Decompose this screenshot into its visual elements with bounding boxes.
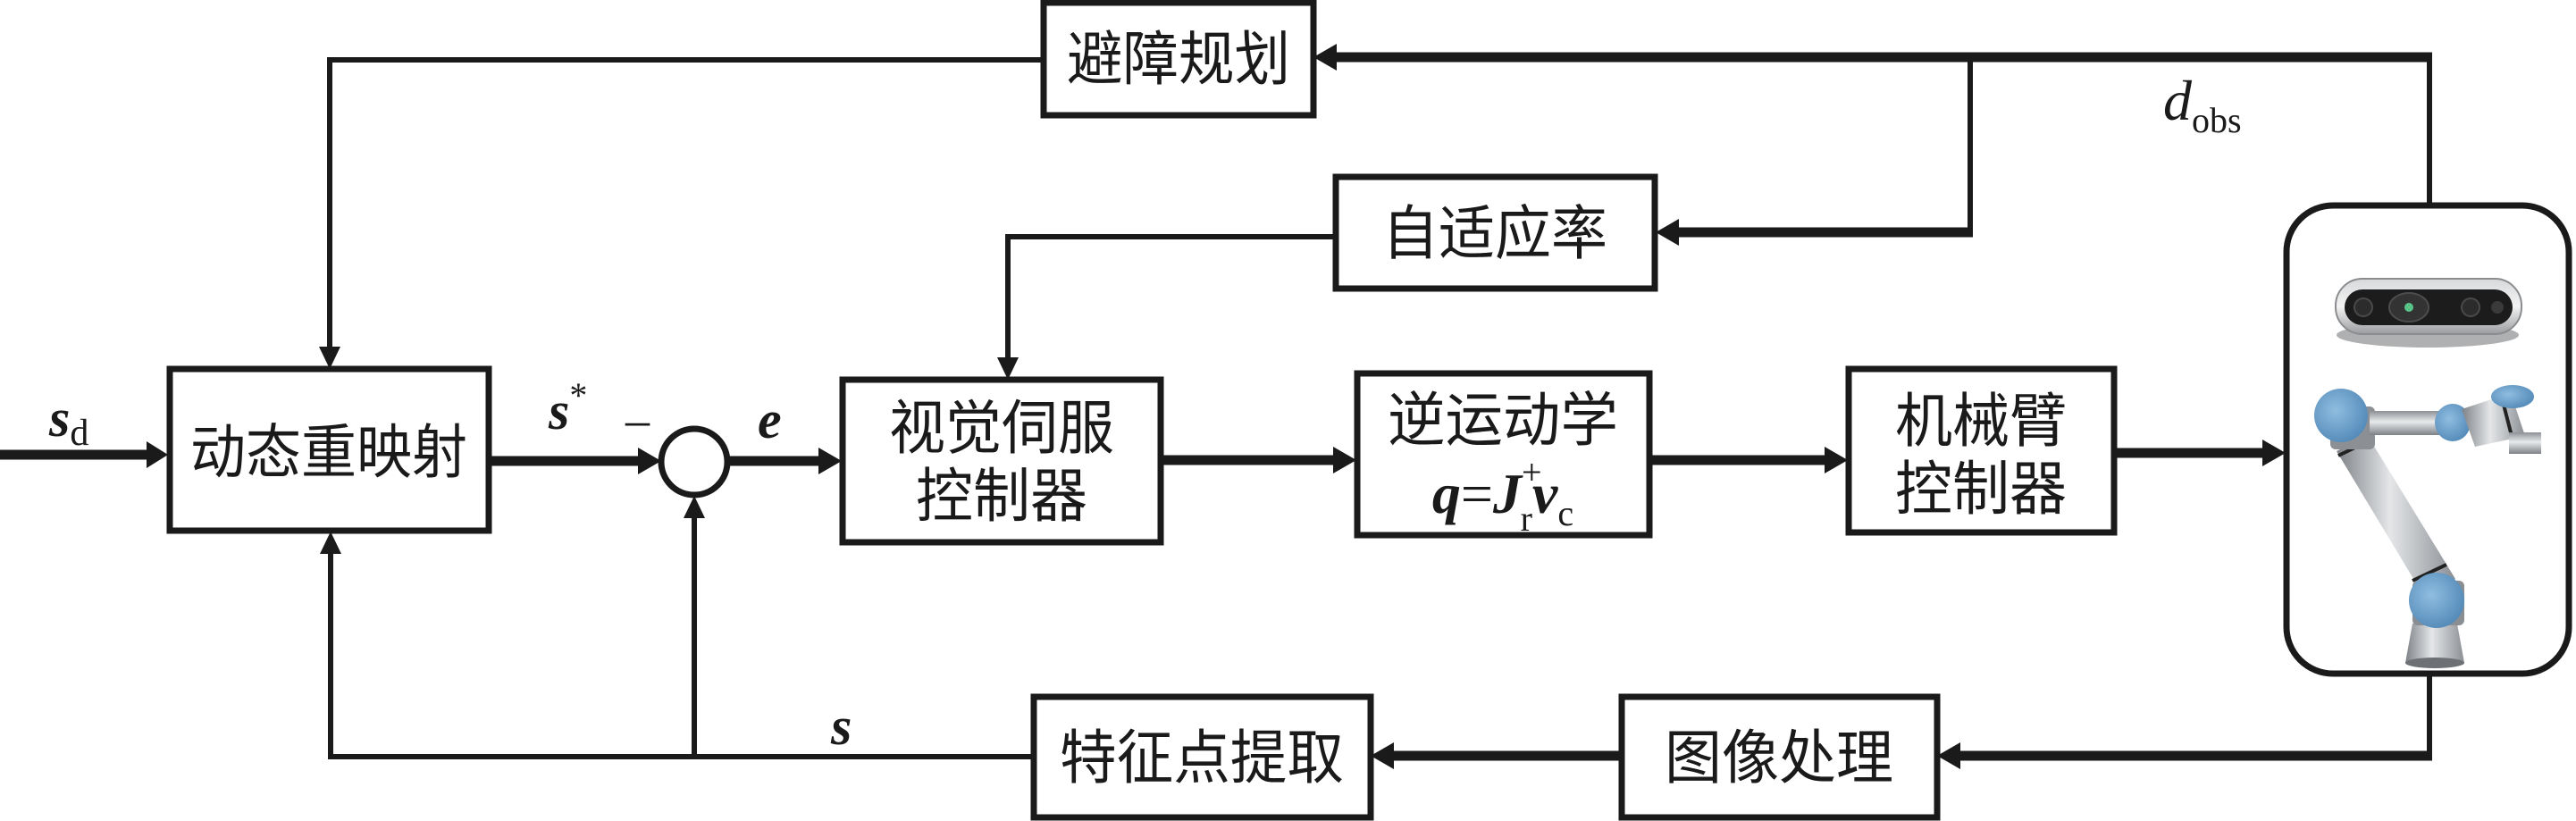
arrowhead-icon bbox=[1656, 219, 1679, 246]
arrowhead-icon bbox=[997, 357, 1019, 380]
block-adaptive-rate-label: 自适应率 bbox=[1382, 199, 1607, 268]
block-obstacle-avoidance: 避障规划 bbox=[1040, 0, 1317, 119]
signal-s-d-main: s bbox=[48, 389, 70, 448]
block-image-processing-label: 图像处理 bbox=[1665, 724, 1893, 792]
signal-label-e: e bbox=[758, 390, 782, 449]
block-robot-system bbox=[2283, 202, 2572, 677]
block-inverse-kinematics: 逆运动学 q=J+ rvc bbox=[1354, 370, 1653, 539]
block-feature-extraction-label: 特征点提取 bbox=[1060, 724, 1344, 792]
signal-s-star-sup: * bbox=[569, 375, 587, 415]
arrowhead-icon bbox=[684, 496, 705, 518]
signal-label-s: s bbox=[830, 697, 852, 756]
signal-d-obs-main: d bbox=[2163, 69, 2193, 132]
summing-junction bbox=[658, 425, 731, 498]
connections bbox=[0, 44, 2432, 769]
signal-label-s-star: s* bbox=[548, 375, 587, 440]
arrowhead-icon bbox=[1825, 447, 1848, 473]
arrowhead-icon bbox=[319, 347, 340, 369]
block-visual-servo-line1: 视觉伺服 bbox=[889, 394, 1114, 463]
robot-arm-icon bbox=[2314, 385, 2541, 668]
block-visual-servo-line2: 控制器 bbox=[916, 462, 1087, 531]
signal-s-star-main: s bbox=[548, 381, 569, 440]
depth-camera-icon bbox=[2335, 278, 2522, 348]
block-arm-controller-line2: 控制器 bbox=[1895, 455, 2067, 524]
ik-formula-v-sub: c bbox=[1557, 493, 1573, 533]
signal-label-d-obs: dobs bbox=[2163, 69, 2242, 140]
block-arm-controller: 机械臂 控制器 bbox=[1845, 365, 2118, 536]
block-dynamic-remap: 动态重映射 bbox=[166, 365, 492, 534]
ik-formula-eq: = bbox=[1461, 462, 1493, 525]
arrowhead-icon bbox=[320, 532, 341, 554]
block-arm-controller-line1: 机械臂 bbox=[1895, 387, 2067, 456]
ik-formula: q=J+ rvc bbox=[1432, 452, 1573, 539]
arrowhead-icon bbox=[147, 441, 168, 468]
arrowhead-icon bbox=[2262, 440, 2286, 466]
ik-formula-q: q bbox=[1432, 462, 1461, 525]
block-obstacle-avoidance-label: 避障规划 bbox=[1067, 25, 1290, 94]
block-adaptive-rate: 自适应率 bbox=[1332, 173, 1658, 292]
ik-formula-v: v bbox=[1532, 462, 1558, 525]
block-feature-extraction: 特征点提取 bbox=[1030, 693, 1374, 821]
arrowhead-icon bbox=[1937, 742, 1960, 769]
block-image-processing: 图像处理 bbox=[1618, 693, 1941, 821]
ik-formula-J: J bbox=[1492, 462, 1523, 525]
ik-formula-J-sup: + bbox=[1522, 452, 1542, 492]
arrowhead-icon bbox=[638, 448, 661, 474]
arrowhead-icon bbox=[1333, 447, 1356, 473]
arrowhead-icon bbox=[1313, 44, 1337, 71]
arrowhead-icon bbox=[818, 448, 842, 474]
block-inverse-kinematics-label: 逆运动学 bbox=[1388, 386, 1618, 455]
signal-label-s-d: sd bbox=[48, 389, 88, 454]
block-visual-servo-controller: 视觉伺服 控制器 bbox=[839, 376, 1164, 546]
arrowhead-icon bbox=[1371, 742, 1394, 769]
signal-label-minus: – bbox=[625, 393, 650, 447]
signal-d-obs-sub: obs bbox=[2192, 100, 2242, 140]
block-dynamic-remap-label: 动态重映射 bbox=[190, 418, 467, 487]
signal-s-d-sub: d bbox=[70, 413, 88, 454]
ik-formula-J-sub: r bbox=[1521, 498, 1532, 539]
